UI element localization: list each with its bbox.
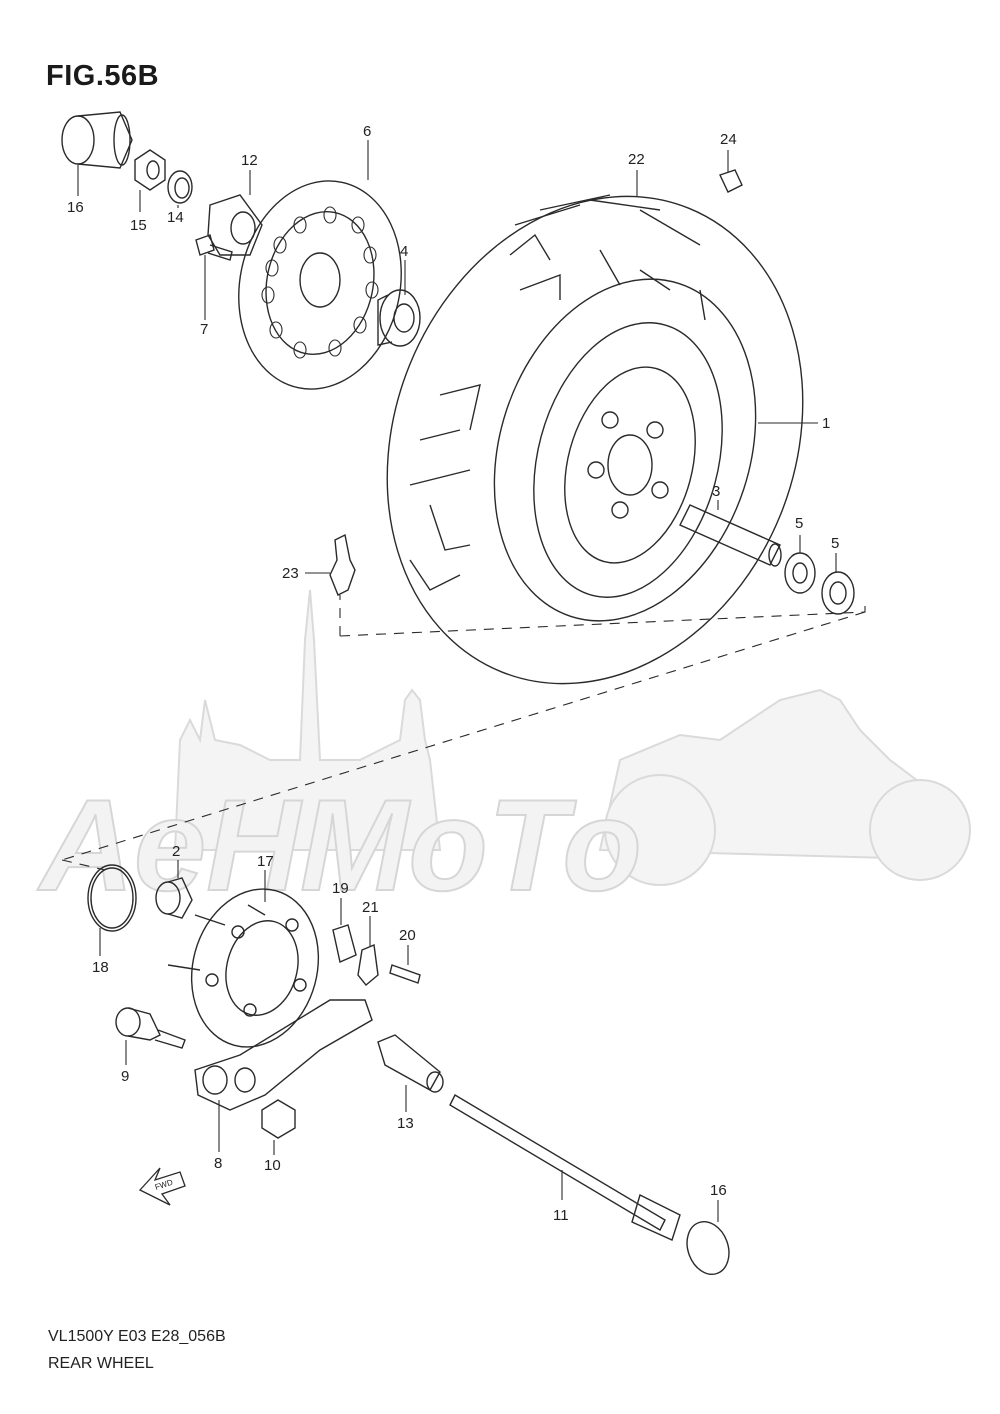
o-ring-18 [87, 864, 137, 932]
bearing-4 [377, 289, 421, 347]
section-title: REAR WHEEL [48, 1355, 154, 1372]
callout-2: 2 [172, 843, 180, 860]
cap-16-top [61, 111, 133, 169]
callout-19: 19 [332, 880, 349, 897]
callout-13: 13 [397, 1115, 414, 1132]
callout-24: 24 [720, 131, 737, 148]
axle-11 [449, 1094, 681, 1241]
spacer-12 [207, 194, 263, 256]
callout-12: 12 [241, 152, 258, 169]
figure-title: FIG.56B [46, 60, 160, 92]
model-code: VL1500Y E03 E28_056B [48, 1328, 226, 1345]
bearing-5b [821, 571, 855, 615]
watermark: AeHMoTo [36, 589, 971, 919]
assembly-lines [61, 595, 866, 871]
callout-3: 3 [712, 483, 720, 500]
nut-10 [261, 1099, 296, 1139]
callout-5b: 5 [831, 535, 839, 552]
callout-7: 7 [200, 321, 208, 338]
washer-14 [167, 170, 193, 204]
callout-6: 6 [363, 123, 371, 140]
cap-16-bottom [686, 1221, 730, 1275]
damper-19 [332, 924, 357, 963]
bolt-7 [195, 234, 233, 261]
clip-24 [719, 169, 743, 193]
callout-16-bottom: 16 [710, 1182, 727, 1199]
callout-17: 17 [257, 853, 274, 870]
watermark-text: AeHMoTo [37, 772, 642, 918]
callout-4: 4 [400, 243, 408, 260]
bearing-5a [784, 552, 816, 594]
brake-disc-6 [238, 180, 402, 390]
bolt-20 [389, 964, 421, 984]
callout-1: 1 [822, 415, 830, 432]
callout-8: 8 [214, 1155, 222, 1172]
bush-2 [155, 877, 193, 919]
callout-21: 21 [362, 899, 379, 916]
callout-5a: 5 [795, 515, 803, 532]
sprocket-hub-17 [167, 888, 320, 1048]
fwd-arrow: FWD [138, 1167, 186, 1206]
spacer-3 [679, 504, 782, 567]
callout-10: 10 [264, 1157, 281, 1174]
callout-15: 15 [130, 217, 147, 234]
torque-link-8 [194, 999, 373, 1111]
callout-16-top: 16 [67, 199, 84, 216]
callout-9: 9 [121, 1068, 129, 1085]
callout-20: 20 [399, 927, 416, 944]
leader-lines [77, 140, 837, 1222]
callout-22: 22 [628, 151, 645, 168]
callout-18: 18 [92, 959, 109, 976]
wheel-rim-1 [533, 322, 723, 598]
collar-13 [377, 1034, 444, 1093]
valve-23 [329, 533, 356, 596]
nut-15 [134, 149, 166, 191]
callout-23: 23 [282, 565, 299, 582]
tire-22 [386, 194, 804, 685]
callout-11: 11 [553, 1207, 569, 1224]
plate-21 [357, 944, 379, 986]
callout-14: 14 [167, 209, 184, 226]
bolt-9 [115, 1007, 186, 1049]
callout-labels: 1 2 3 4 5 5 6 7 8 9 10 11 12 13 14 15 16… [67, 123, 839, 1224]
